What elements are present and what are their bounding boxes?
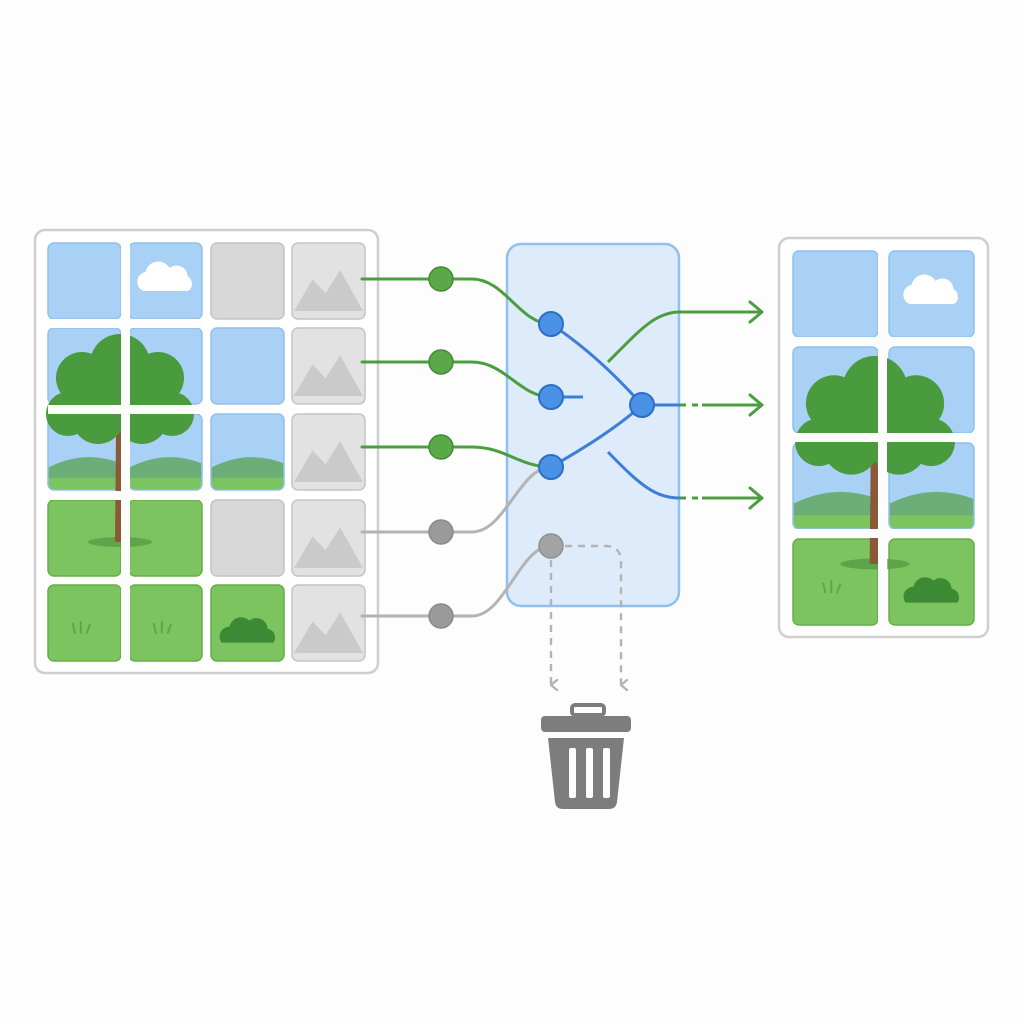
tile-masked <box>210 499 285 577</box>
tile-grass-bush <box>210 584 285 662</box>
tile-placeholder <box>291 499 366 577</box>
arrow-right-icon <box>680 300 764 324</box>
token-node-kept <box>428 349 454 375</box>
token-node-dropped <box>428 603 454 629</box>
tile-grass-tuft <box>792 538 879 626</box>
grass-tuft-icon <box>822 580 842 594</box>
tile-gaps <box>48 243 202 661</box>
mountain-placeholder-icon <box>294 527 363 568</box>
cloud-icon <box>903 274 958 304</box>
mountain-placeholder-icon <box>294 355 363 396</box>
tile-gaps <box>793 251 974 625</box>
tile-grass-tuft <box>128 584 203 662</box>
trash-icon <box>541 703 631 809</box>
router-node <box>629 392 655 418</box>
router-box-frame <box>505 242 681 608</box>
arrow-right-icon <box>680 486 764 510</box>
input-tree-overlay <box>46 243 202 661</box>
token-node-dropped <box>428 519 454 545</box>
tile-masked <box>210 242 285 320</box>
tile-grass-tuft <box>47 584 122 662</box>
mountain-placeholder-icon <box>294 270 363 311</box>
tile-placeholder <box>291 242 366 320</box>
mountain-placeholder-icon <box>294 441 363 482</box>
router-node <box>538 311 564 337</box>
tile-placeholder <box>291 413 366 491</box>
grass-tuft-icon <box>152 620 172 634</box>
tile-placeholder <box>291 327 366 405</box>
tile-grass-bush <box>888 538 975 626</box>
output-image-panel <box>777 236 990 639</box>
drop-paths <box>549 544 621 685</box>
tile-sky <box>210 327 285 405</box>
mountain-placeholder-icon <box>294 612 363 653</box>
bush-icon <box>903 577 960 603</box>
output-tree-overlay <box>793 251 974 625</box>
cloud-icon <box>137 261 192 291</box>
drop-node <box>538 533 564 559</box>
input-image-panel <box>33 228 380 675</box>
tile-placeholder <box>291 584 366 662</box>
tile-sky-cloud <box>128 242 203 320</box>
tile-sky-hill <box>210 413 285 491</box>
tile-sky <box>47 242 122 320</box>
tile-sky-cloud <box>888 250 975 338</box>
router-node <box>538 454 564 480</box>
grass-tuft-icon <box>71 620 91 634</box>
bush-icon <box>219 617 276 643</box>
token-node-kept <box>428 434 454 460</box>
arrow-right-icon <box>680 393 764 417</box>
router-node <box>538 384 564 410</box>
token-node-kept <box>428 266 454 292</box>
router-internals <box>538 300 764 685</box>
tile-grass <box>128 499 203 577</box>
tile-sky <box>792 250 879 338</box>
router-block <box>505 242 681 608</box>
